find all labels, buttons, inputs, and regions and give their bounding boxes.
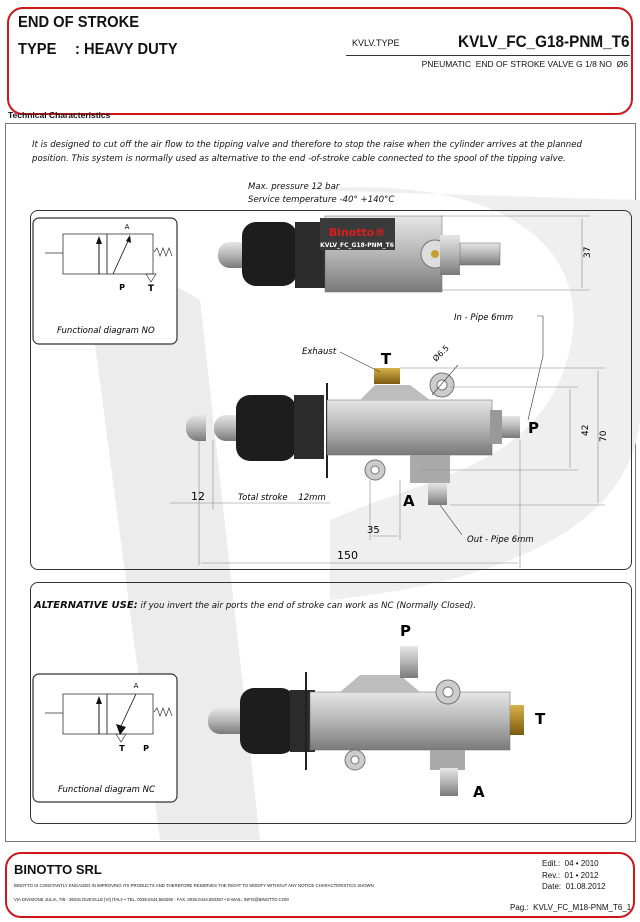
type-value: : HEAVY DUTY [75, 41, 178, 58]
nc-port-p-label: P [400, 622, 411, 640]
spec-temperature: Service temperature -40° +140°C [248, 195, 395, 205]
product-subtitle: PNEUMATIC END OF STROKE VALVE G 1/8 NO Ø… [421, 59, 628, 69]
company-name: BINOTTO SRL [14, 862, 102, 877]
diagram-no-port-t: T [148, 284, 155, 294]
spec-pressure: Max. pressure 12 bar [248, 182, 340, 192]
brand-logo: Binotto® [329, 226, 386, 239]
date-info: Date: 01.08.2012 [542, 882, 606, 891]
alternative-use-text: ALTERNATIVE USE: if you invert the air p… [34, 600, 476, 611]
valve-label: KVLV_FC_G18-PNM_T6 [320, 242, 394, 249]
code-label: KVLV.TYPE [352, 38, 400, 48]
functional-diagram-no: A P T Functional diagram NO [32, 217, 178, 345]
dim-12: 12 [191, 490, 205, 503]
diagram-no-caption: Functional diagram NO [57, 326, 155, 336]
total-stroke-label: Total stroke 12mm [238, 493, 326, 503]
out-pipe-label: Out - Pipe 6mm [467, 535, 534, 545]
type-label: TYPE [18, 41, 57, 58]
revision-info: Rev.: 01 • 2012 [542, 871, 599, 880]
footer-box [5, 852, 635, 918]
disclaimer: BINOTTO IS CONSTANTLY ENGAGED IN IMPROVI… [14, 883, 374, 888]
port-p-label: P [528, 419, 539, 437]
page-title: END OF STROKE [18, 14, 140, 31]
functional-diagram-nc: A T P Functional diagram NC [32, 673, 178, 803]
diagram-no-port-p: P [119, 283, 125, 292]
dim-42: 42 [581, 425, 591, 436]
product-code: KVLV_FC_G18-PNM_T6 [458, 32, 630, 51]
description: It is designed to cut off the air flow t… [32, 140, 582, 164]
section-title: Technical Characteristics [8, 110, 111, 120]
nc-port-t-label: T [535, 710, 546, 728]
diagram-nc-port-t: T [119, 744, 125, 753]
edit-info: Edit.: 04 • 2010 [542, 859, 599, 868]
in-pipe-label: In - Pipe 6mm [454, 313, 513, 323]
page-info: Pag.: KVLV_FC_M18-PNM_T6_1 [510, 903, 632, 912]
valve-top-view: Binotto® KVLV_FC_G18-PNM_T6 37 [218, 215, 593, 293]
diagram-nc-caption: Functional diagram NC [58, 785, 155, 795]
diameter-label: Ø6.5 [430, 343, 451, 364]
valve-side-view: T P A Exhaust In - Pipe 6mm Out - Pipe 6… [170, 313, 609, 568]
nc-port-a-label: A [473, 783, 485, 801]
header-box [7, 7, 633, 115]
dim-70: 70 [599, 430, 609, 442]
diagram-nc-port-a: A [134, 682, 139, 690]
alternative-use-desc: if you invert the air ports the end of s… [137, 601, 477, 611]
address: VIA DIVISIONE JULIA, 7/B - 36031 DUEVILL… [14, 897, 289, 902]
dim-150: 150 [337, 549, 358, 562]
drawing-box-nc [30, 582, 632, 824]
header-divider [346, 55, 630, 56]
dim-37: 37 [583, 247, 593, 258]
exhaust-label: Exhaust [302, 347, 337, 357]
port-a-label: A [403, 492, 415, 510]
port-t-label: T [381, 350, 392, 368]
drawing-box-no [30, 210, 632, 570]
diagram-nc-port-p: P [143, 744, 149, 753]
diagram-no-port-a: A [125, 223, 130, 231]
valve-nc-view: P T A [208, 622, 546, 801]
alternative-use-label: ALTERNATIVE USE: [34, 600, 138, 611]
dim-35: 35 [367, 525, 380, 536]
